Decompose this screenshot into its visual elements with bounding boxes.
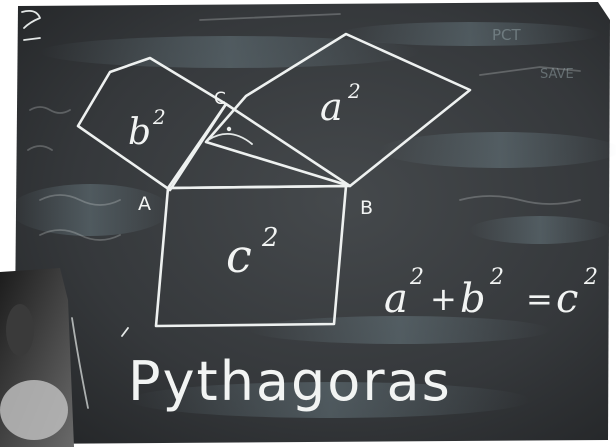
right-angle-dot bbox=[226, 126, 232, 132]
label-a: a bbox=[320, 85, 343, 129]
label-a-squared: a 2 bbox=[320, 79, 361, 129]
formula-b: b bbox=[460, 276, 486, 322]
label-b-exponent: 2 bbox=[152, 105, 166, 129]
label-a-exponent: 2 bbox=[347, 79, 361, 103]
formula-c-exponent: 2 bbox=[583, 265, 598, 290]
formula-equals: = bbox=[526, 280, 553, 318]
label-c-squared: c 2 bbox=[226, 223, 279, 283]
right-angle-marker bbox=[207, 133, 253, 145]
erased-scribbles bbox=[27, 13, 581, 241]
corner-fragment-top-left bbox=[21, 9, 41, 41]
corner-faint-text: PCT bbox=[492, 26, 522, 44]
square-a-outline bbox=[204, 32, 472, 188]
formula-a-exponent: 2 bbox=[409, 265, 424, 290]
formula-a: a bbox=[384, 276, 408, 322]
inset-photo-shadow bbox=[6, 304, 34, 356]
vertex-label-a: A bbox=[138, 193, 151, 215]
label-c-exponent: 2 bbox=[261, 223, 279, 253]
vertex-label-c: C bbox=[214, 89, 226, 109]
inset-photo bbox=[0, 268, 89, 447]
caption-pythagoras: Pythagoras bbox=[128, 350, 452, 413]
formula-b-exponent: 2 bbox=[489, 265, 504, 290]
caption-tick bbox=[121, 327, 129, 337]
inset-photo-edge-scribble bbox=[71, 317, 89, 409]
pythagorean-formula: a 2 + b 2 = c 2 bbox=[384, 265, 598, 322]
label-b: b bbox=[128, 112, 151, 153]
triangle-outline bbox=[166, 102, 352, 190]
label-c: c bbox=[226, 229, 252, 283]
formula-c: c bbox=[556, 276, 578, 322]
formula-plus: + bbox=[430, 280, 457, 318]
label-b-squared: b 2 bbox=[128, 105, 166, 153]
inset-photo-figure bbox=[0, 380, 68, 440]
vertex-label-b: B bbox=[360, 197, 373, 219]
corner-faint-text-2: SAVE bbox=[540, 67, 574, 82]
